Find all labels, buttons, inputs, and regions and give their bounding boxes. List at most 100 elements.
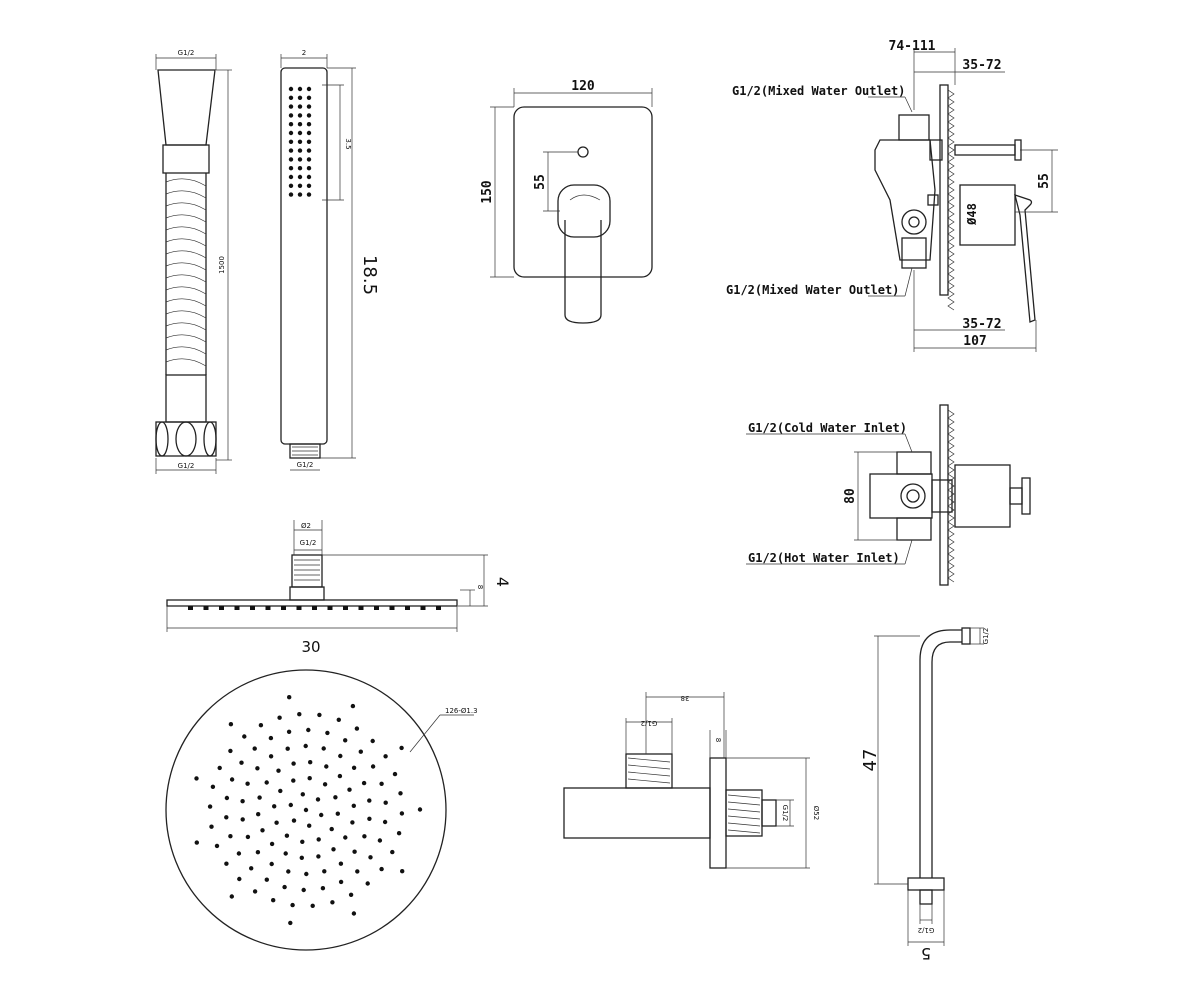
rain-hole [390, 849, 395, 855]
spray-hole [288, 113, 294, 118]
handshower-length-label: 18.5 [359, 255, 380, 295]
nozzle [296, 606, 302, 610]
rain-hole [245, 834, 251, 840]
rain-hole [321, 746, 326, 751]
spray-hole [306, 122, 312, 127]
spray-hole [297, 166, 303, 171]
nozzle [358, 606, 364, 610]
arm-width-label: 5 [921, 944, 931, 963]
rain-hole [399, 811, 405, 816]
valve-front-drawing [490, 88, 653, 324]
rain-hole [268, 754, 274, 759]
spray-hole [288, 130, 294, 136]
nozzle [250, 606, 255, 610]
nozzle [343, 606, 348, 610]
spray-hole [297, 86, 303, 92]
rainhead-side-drawing [166, 520, 488, 632]
spray-hole [297, 192, 303, 197]
spray-hole [288, 157, 294, 162]
rainhead-neck-label: Ø2 [301, 522, 311, 530]
rain-hole [343, 738, 348, 743]
hot-inlet-label: G1/2(Hot Water Inlet) [748, 551, 900, 565]
spray-hole [297, 157, 303, 162]
rain-hole [306, 727, 311, 733]
rain-hole [228, 748, 233, 754]
rainhead-holes-label: 126-Ø1.3 [445, 707, 478, 715]
rain-hole [307, 776, 312, 781]
cold-inlet-label: G1/2(Cold Water Inlet) [748, 421, 907, 435]
rain-hole [286, 869, 291, 874]
rain-hole [398, 791, 403, 796]
rain-hole [329, 826, 334, 832]
valve-side-drawing [868, 48, 1058, 352]
rain-hole [207, 804, 213, 809]
rain-hole [228, 834, 233, 839]
rain-hole [224, 815, 229, 820]
rain-hole [291, 778, 296, 783]
rain-hole [291, 818, 297, 823]
rain-hole [288, 920, 293, 926]
rain-hole [194, 840, 199, 845]
rain-hole [368, 855, 373, 860]
arm-bottom-thread-label: G1/2 [918, 926, 935, 934]
rain-hole [350, 820, 355, 825]
valve-depth-label: 74-111 [889, 39, 936, 54]
spray-hole [306, 174, 312, 180]
spray-hole [297, 174, 303, 180]
spray-hole [306, 139, 312, 144]
rain-hole [325, 730, 330, 736]
rain-hole [343, 835, 348, 840]
rain-hole [331, 847, 336, 852]
rain-hole [319, 812, 324, 818]
spray-hole [297, 95, 303, 101]
rain-hole [379, 866, 384, 872]
valve-wall-bottom-label: 35-72 [962, 317, 1001, 332]
spray-hole [306, 166, 312, 171]
rain-hole [242, 734, 247, 739]
rain-hole [354, 726, 360, 731]
rain-hole [316, 854, 321, 859]
rain-hole [317, 712, 322, 718]
valve-wall-top-label: 35-72 [962, 58, 1001, 73]
rain-hole [361, 780, 367, 786]
rain-hole [362, 834, 367, 839]
valve-top-drawing [746, 404, 1031, 586]
rain-hole [256, 812, 261, 817]
nozzle [203, 606, 209, 610]
rain-hole [217, 765, 222, 771]
rain-hole [301, 887, 306, 893]
rain-hole [285, 746, 290, 751]
rain-hole [338, 753, 343, 759]
hose-length-label: 1500 [218, 256, 226, 274]
rain-hole [337, 773, 343, 779]
handshower-spray-label: 3.5 [344, 138, 352, 149]
rain-hole [260, 828, 265, 833]
valve-height-label: 150 [480, 180, 495, 204]
rain-hole [237, 876, 242, 882]
rain-hole [320, 886, 326, 891]
nozzle [374, 606, 379, 610]
outlet-thread-side-label: G1/2 [781, 805, 789, 822]
spray-hole [306, 183, 312, 188]
rain-hole [239, 760, 244, 765]
rainhead-width-label: 30 [301, 638, 320, 656]
outlet-thickness-label: 8 [714, 738, 722, 742]
spray-hole [288, 122, 294, 127]
nozzle [312, 606, 317, 610]
rain-hole [336, 717, 341, 722]
rain-hole [370, 764, 376, 769]
rain-hole [286, 729, 292, 734]
shower-arm-drawing [874, 627, 984, 946]
rain-hole [194, 776, 199, 781]
nozzle [327, 606, 333, 610]
nozzle [436, 606, 441, 610]
nozzle [188, 606, 193, 610]
rain-hole [392, 771, 398, 777]
rain-hole [355, 869, 360, 874]
rain-hole [351, 803, 356, 808]
rain-hole [330, 900, 335, 905]
nozzle [219, 606, 224, 610]
rain-hole [352, 849, 357, 854]
rain-hole [303, 807, 309, 813]
